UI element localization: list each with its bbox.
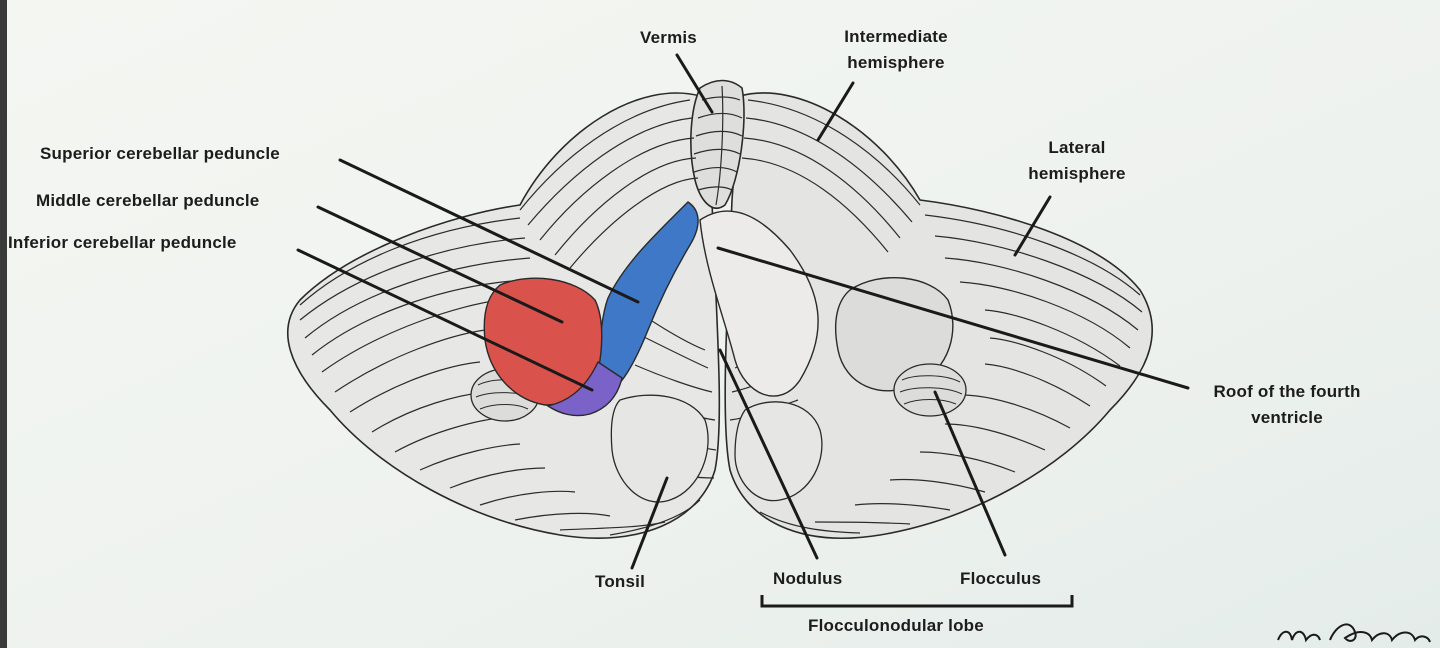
- label-vermis: Vermis: [640, 28, 697, 47]
- label-tonsil: Tonsil: [595, 572, 645, 591]
- leader-roof: [716, 246, 1190, 390]
- label-lateral-line2: hemisphere: [1028, 164, 1126, 183]
- leader-middle: [316, 205, 564, 324]
- label-nodulus: Nodulus: [773, 569, 843, 588]
- folia-right: [729, 99, 1143, 534]
- label-lateral-line1: Lateral: [1048, 138, 1106, 157]
- fourth-ventricle-roof: [699, 210, 819, 397]
- leader-flocculus: [933, 390, 1007, 557]
- label-roof-fourth-ventricle: Roof of the fourth ventricle: [1192, 379, 1382, 431]
- leader-tonsil: [630, 476, 669, 570]
- label-roof-line1: Roof of the fourth: [1213, 382, 1361, 401]
- leader-lines: [296, 53, 1190, 570]
- label-flocculus: Flocculus: [960, 569, 1042, 588]
- label-lateral-hemisphere: Lateral hemisphere: [1012, 135, 1142, 187]
- frame-edge: [0, 0, 7, 648]
- label-intermediate-hemisphere: Intermediate hemisphere: [830, 24, 962, 76]
- leader-lateral: [1013, 195, 1052, 257]
- label-intermediate-line2: hemisphere: [847, 53, 945, 72]
- label-inferior-cerebellar-peduncle: Inferior cerebellar peduncle: [8, 233, 237, 252]
- leader-intermediate: [816, 81, 855, 142]
- signature: [1277, 623, 1431, 643]
- label-intermediate-line1: Intermediate: [844, 27, 948, 46]
- flocculonodular-bracket: [760, 595, 1074, 608]
- label-roof-line2: ventricle: [1251, 408, 1323, 427]
- superior-cerebellar-peduncle: [597, 201, 699, 386]
- leader-vermis: [675, 53, 714, 114]
- label-middle-cerebellar-peduncle: Middle cerebellar peduncle: [36, 191, 260, 210]
- inferior-cerebellar-peduncle: [546, 360, 623, 417]
- leader-inferior: [296, 248, 594, 392]
- label-superior-cerebellar-peduncle: Superior cerebellar peduncle: [40, 144, 280, 163]
- leader-nodulus: [718, 348, 819, 560]
- vermis-lobe: [690, 79, 745, 209]
- vermis-folia: [693, 85, 743, 206]
- label-flocculonodular-lobe: Flocculonodular lobe: [808, 616, 984, 635]
- leader-superior: [338, 158, 640, 304]
